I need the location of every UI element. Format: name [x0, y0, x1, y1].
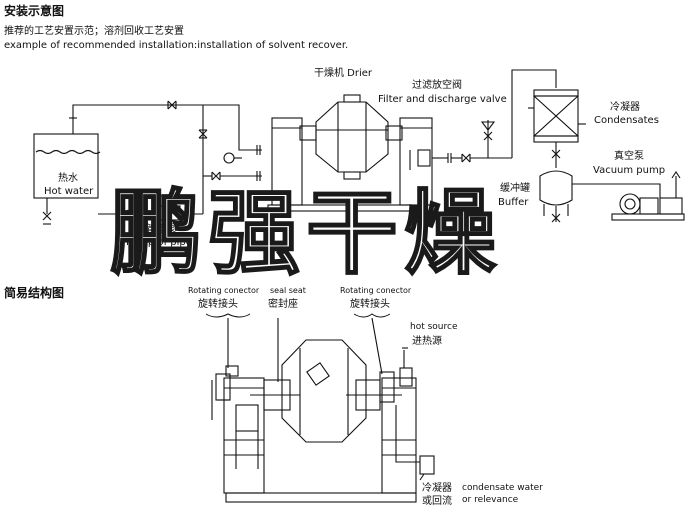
- seal-seat-label-cn: 密封座: [268, 299, 298, 310]
- page-title: 安装示意图: [4, 4, 65, 18]
- hot-source-label-en: hot source: [410, 322, 458, 332]
- rotating-connector-right-cn: 旋转接头: [350, 299, 390, 310]
- subtitle-english: example of recommended installation:inst…: [4, 40, 349, 51]
- condenser-label-en: Condensates: [594, 115, 659, 126]
- valve-label-en: Filter and discharge valve: [378, 94, 507, 105]
- condensate-water-label-en2: or relevance: [462, 495, 519, 505]
- subtitle-chinese: 推荐的工艺安置示范；溶剂回收工艺安置: [4, 26, 184, 37]
- pump-label-cn: 管道泵: [146, 224, 176, 235]
- hot-water-label-en: Hot water: [44, 186, 94, 197]
- valve-label-cn: 过滤放空阀: [412, 80, 462, 91]
- buffer-label-cn: 缓冲罐: [500, 183, 530, 194]
- return-pipe: [98, 145, 262, 221]
- condensate-water-label-en1: condensate water: [462, 483, 543, 493]
- condenser-return-label-cn1: 冷凝器: [422, 483, 452, 494]
- buffer-tank: [539, 170, 661, 223]
- drier: [267, 94, 439, 212]
- structure-drawing: [211, 339, 435, 503]
- pump-label-en: Pump of pipes: [126, 237, 198, 248]
- hot-water-label-cn: 热水: [58, 173, 78, 184]
- watermark: 鹏强干燥: [109, 180, 503, 287]
- vacuum-pump-label-cn: 真空泵: [614, 151, 644, 162]
- condenser-label-cn: 冷凝器: [610, 102, 640, 113]
- structure-leaders: [227, 317, 425, 481]
- condenser: [528, 89, 586, 168]
- condenser-return-label-cn2: 或回流: [422, 496, 452, 507]
- hot-source-label-cn: 进热源: [412, 336, 442, 347]
- rotating-connector-left-cn: 旋转接头: [198, 299, 238, 310]
- rotating-connector-left-en: Rotating conector: [188, 286, 260, 295]
- vacuum-pump: [611, 171, 685, 221]
- vacuum-line: [432, 69, 557, 163]
- structure-title: 简易结构图: [4, 286, 65, 300]
- buffer-label-en: Buffer: [498, 197, 529, 208]
- drier-label: 干燥机 Drier: [314, 68, 373, 79]
- supply-pipe: [72, 100, 262, 176]
- vacuum-pump-label-en: Vacuum pump: [593, 165, 666, 176]
- rotating-connector-right-en: Rotating conector: [340, 286, 412, 295]
- hot-water-tank: [33, 117, 101, 225]
- seal-seat-label-en: seal seat: [270, 286, 306, 295]
